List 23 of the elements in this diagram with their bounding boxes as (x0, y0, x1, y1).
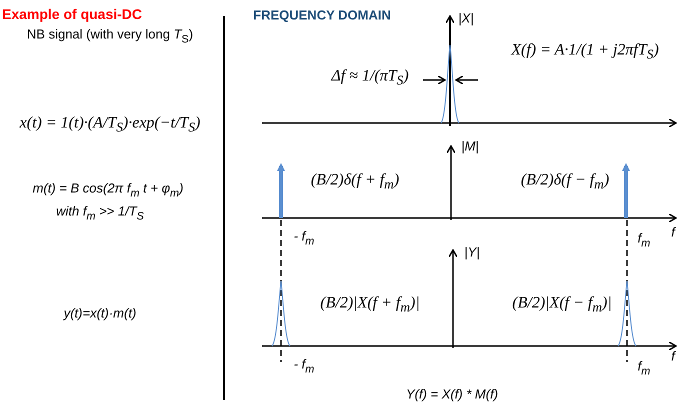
formula: (B/2)|X(f + f$_{m}$)| (320, 294, 420, 316)
axis-label: |X| (458, 10, 474, 26)
formula: (B/2)δ(f + f$_{m}$) (310, 171, 400, 193)
formula: y(t)=x(t)·m(t) (64, 306, 136, 320)
formula: (B/2)|X(f − f$_{m}$)| (512, 294, 612, 316)
tick-label: - f$_{m}$ (294, 228, 314, 248)
formula: X(f) = A·1/(1 + j2πfT$_{S}$) (511, 41, 659, 63)
formula: (B/2)δ(f − f$_{m}$) (520, 171, 610, 193)
heading: Example of quasi-DC (2, 6, 142, 22)
formula: Δf ≈ 1/(πT$_{S}$) (331, 67, 409, 89)
tick-label: f$_{m}$ (638, 230, 650, 250)
heading: FREQUENCY DOMAIN (253, 8, 391, 22)
tick-label: - f$_{m}$ (294, 356, 314, 376)
axis-label: f (671, 224, 675, 240)
axis-label: |Y| (464, 244, 480, 260)
axis-label: f (671, 348, 675, 364)
formula: with f$_{m}$ >> 1/T$_{S}$ (56, 204, 144, 222)
caption: Y(f) = X(f) * M(f) (406, 386, 498, 402)
subtitle: NB signal (with very long T$_{S}$) (26, 26, 194, 46)
formula: x(t) = 1(t)·(A/T$_{S}$)·exp(−t/T$_{S}$) (20, 114, 200, 136)
axis-label: |M| (461, 138, 479, 154)
tick-label: f$_{m}$ (638, 358, 650, 378)
formula: m(t) = B cos(2π f$_{m}$ t + φ$_{m}$) (32, 180, 184, 200)
